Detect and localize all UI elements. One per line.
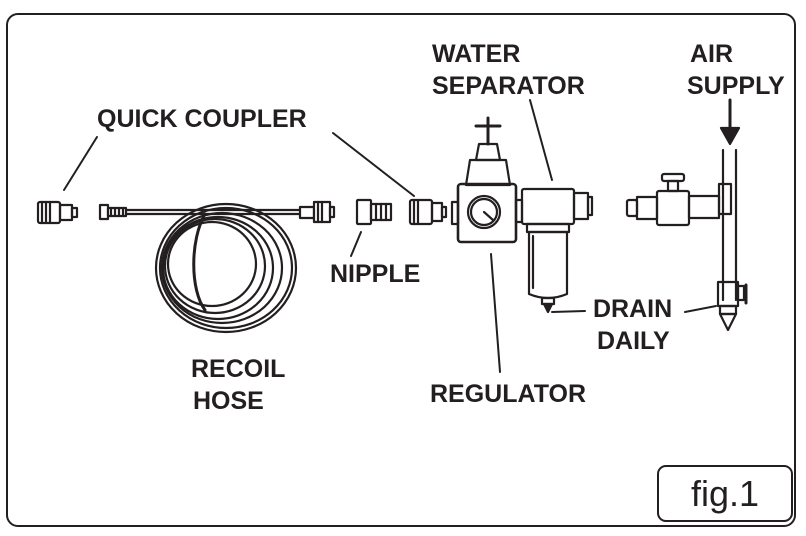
regulator (450, 116, 524, 244)
diagram-frame (6, 13, 796, 527)
leader-lines (63, 99, 717, 373)
air-supply-arrow (719, 98, 741, 146)
water-separator-label-line1: WATER (432, 40, 521, 68)
quick-coupler-left (36, 200, 79, 225)
nipple (355, 198, 393, 226)
recoil-hose-label-line2: HOSE (193, 387, 264, 415)
water-separator (520, 187, 594, 314)
air-supply-assembly (625, 148, 748, 332)
drain-daily-label-line2: DAILY (597, 327, 670, 355)
air-supply-label-line1: AIR (690, 40, 734, 68)
drain-daily-label-line1: DRAIN (593, 295, 673, 323)
recoil-hose (98, 200, 336, 334)
water-separator-label-line2: SEPARATOR (432, 72, 585, 100)
quick-coupler-label: QUICK COUPLER (97, 105, 307, 133)
figure-label: fig.1 (657, 465, 793, 522)
nipple-label: NIPPLE (330, 260, 421, 288)
recoil-hose-label-line1: RECOIL (191, 355, 286, 383)
quick-coupler-right (408, 198, 448, 226)
air-supply-label-line2: SUPPLY (687, 72, 785, 100)
regulator-label: REGULATOR (430, 380, 587, 408)
